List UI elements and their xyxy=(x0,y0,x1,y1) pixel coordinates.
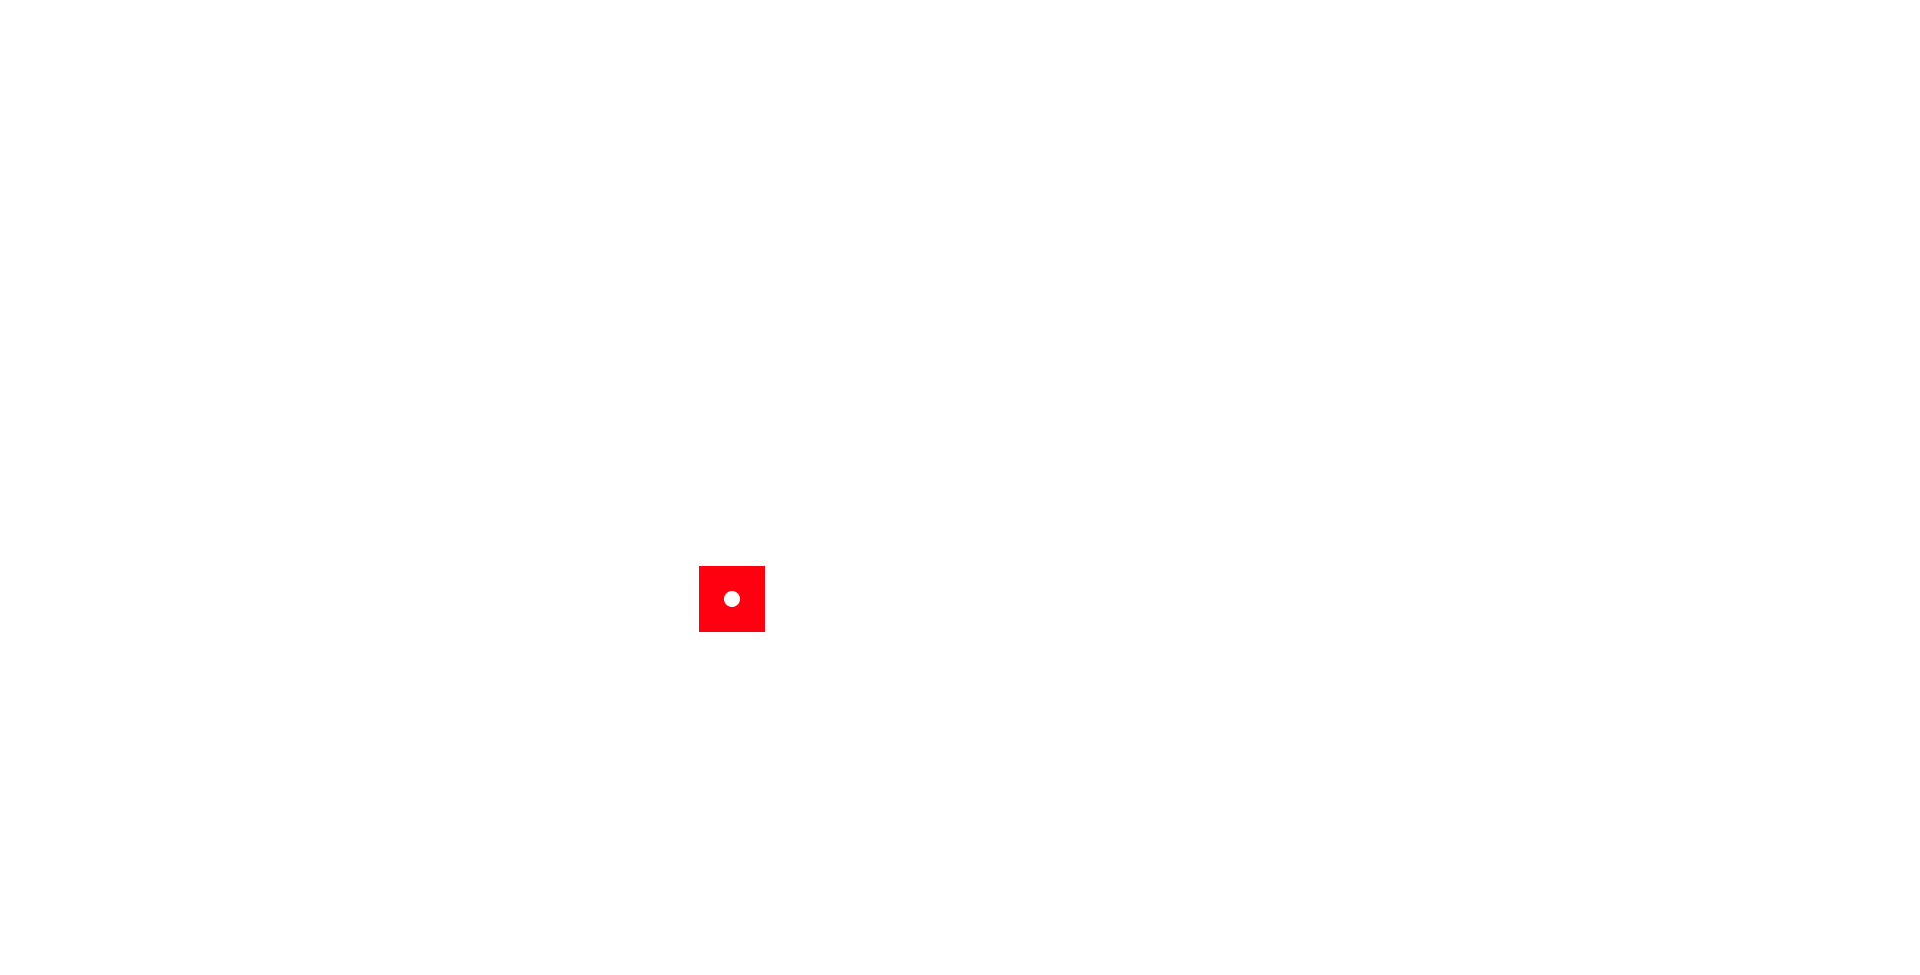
target-marker[interactable] xyxy=(699,566,765,632)
marker-dot-icon xyxy=(724,591,740,607)
target-marker-icon xyxy=(699,566,765,632)
